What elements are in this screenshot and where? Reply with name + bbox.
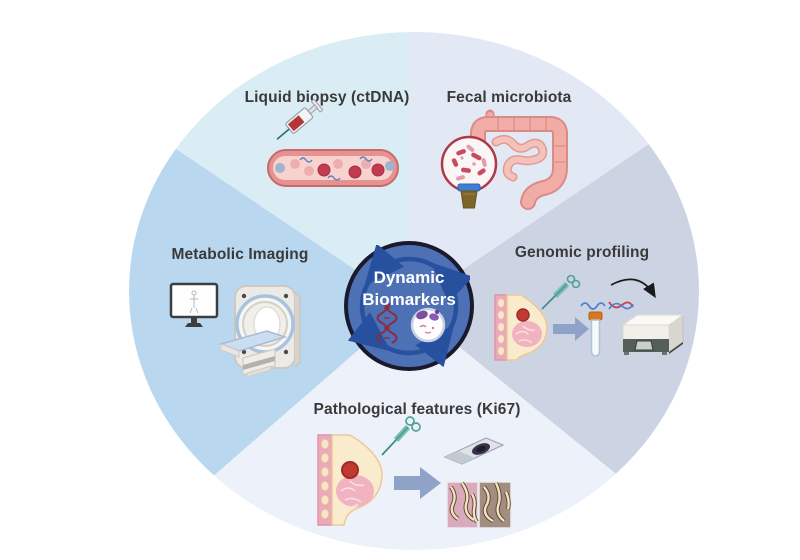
sequencer-machine-icon [621,314,685,355]
tumor-cell-icon [410,307,446,343]
segment-label-metabolic-imaging: Metabolic Imaging [171,246,309,263]
blood-cells-icon [275,156,395,181]
dna-helix-icon [376,302,398,344]
center-title: Dynamic Biomarkers [348,267,470,311]
segment-label-genomic-profiling: Genomic profiling [514,244,650,261]
flow-arrow-icon [553,317,589,341]
sample-tube-icon [588,311,603,357]
tumor-icon [341,461,359,479]
center-badge: Dynamic Biomarkers [344,241,474,371]
segment-label-fecal-microbiota: Fecal microbiota [446,89,572,106]
breast-tube-sequencer-icon [494,274,685,361]
breast-slide-histology-icon [317,416,512,529]
center-title-line2: Biomarkers [362,290,456,309]
segment-label-pathological-features: Pathological features (Ki67) [313,401,521,418]
curved-arrow-icon [610,278,656,299]
cycle-arrows-icon [348,245,470,367]
breast-cross-section-icon [494,294,548,361]
tumor-icon [516,308,530,322]
pet-ct-scanner-icon [169,282,301,378]
center-title-line1: Dynamic [373,268,445,287]
monitor-icon [169,282,219,327]
patient-bed-icon [218,330,288,378]
histology-panels-icon [446,481,512,529]
microbiome-magnifier-icon [440,135,498,193]
dna-fragments-icon [580,301,634,310]
flow-arrow-icon [394,467,441,499]
stool-sample-cup-icon [457,183,481,209]
breast-cross-section-icon [317,434,383,526]
microscope-slide-icon [443,437,505,465]
syringe-blood-vessel-icon [267,99,399,187]
biopsy-needle-icon [541,274,581,310]
biopsy-needle-icon [381,416,421,456]
intestine-microbiome-icon [440,109,568,210]
syringe-icon [276,99,323,140]
segment-label-liquid-biopsy: Liquid biopsy (ctDNA) [244,89,410,106]
